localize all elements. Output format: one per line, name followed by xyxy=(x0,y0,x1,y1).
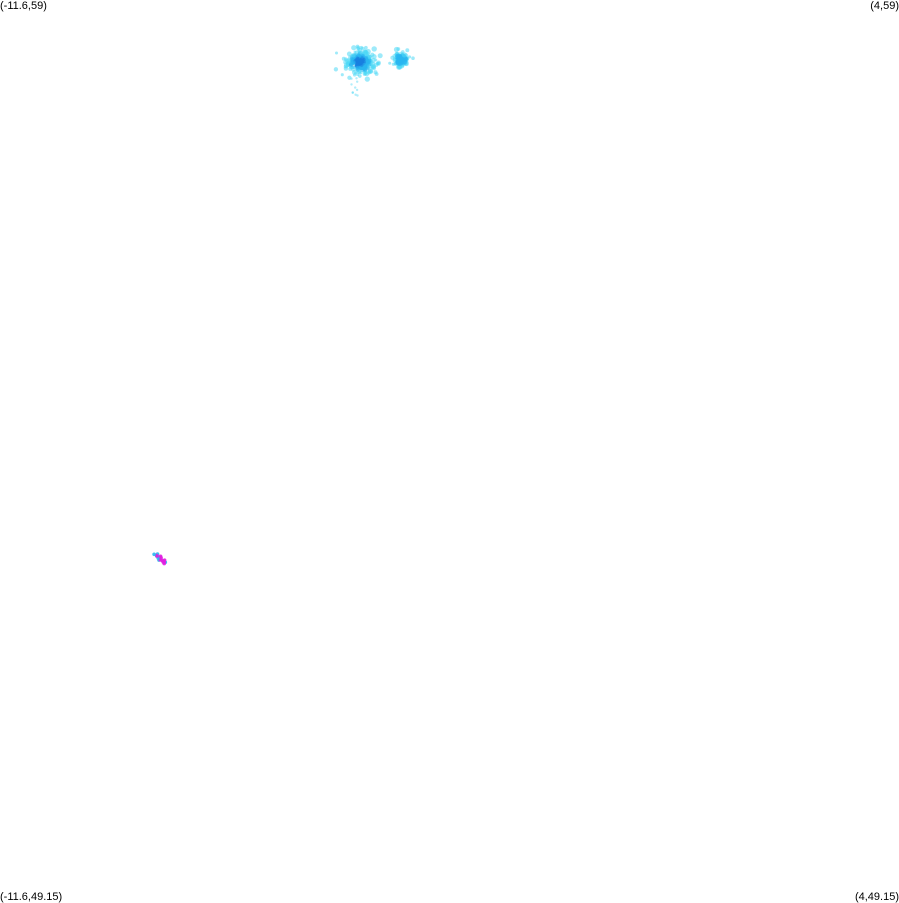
corner-label-top-right: (4,59) xyxy=(870,0,899,12)
data-point xyxy=(360,63,364,67)
data-point xyxy=(356,69,362,74)
data-point xyxy=(355,77,358,80)
data-point xyxy=(401,59,406,65)
data-point xyxy=(350,77,353,80)
data-point xyxy=(356,94,359,97)
data-point xyxy=(351,45,357,51)
data-point xyxy=(360,56,364,60)
data-point xyxy=(364,45,368,50)
data-point xyxy=(357,58,363,64)
data-point xyxy=(341,56,346,61)
data-point xyxy=(162,561,166,566)
data-point xyxy=(357,74,362,78)
data-point xyxy=(343,60,348,65)
data-point xyxy=(373,70,378,75)
data-point xyxy=(403,56,408,61)
western-cluster xyxy=(333,44,383,82)
eastern-cluster xyxy=(388,46,415,70)
data-point xyxy=(351,91,354,94)
data-point xyxy=(388,61,392,65)
data-point xyxy=(391,62,396,66)
data-point xyxy=(355,44,360,49)
data-point xyxy=(401,52,408,58)
trailing-points xyxy=(350,77,359,97)
data-point xyxy=(395,61,400,65)
data-point xyxy=(340,73,344,77)
data-point xyxy=(405,48,410,53)
data-point xyxy=(355,62,359,66)
corner-label-bottom-right: (4,49.15) xyxy=(854,891,899,903)
data-point xyxy=(159,556,163,560)
data-point xyxy=(408,55,412,59)
data-point xyxy=(333,67,339,72)
data-point xyxy=(367,56,371,60)
data-point xyxy=(370,57,376,63)
data-point xyxy=(359,66,363,70)
data-point xyxy=(354,86,357,89)
data-point xyxy=(377,53,383,59)
data-point xyxy=(411,56,415,60)
data-point xyxy=(371,64,376,69)
data-point xyxy=(356,80,359,83)
data-point xyxy=(364,56,369,60)
southwest-point xyxy=(152,552,168,566)
data-point xyxy=(395,54,400,59)
data-point xyxy=(350,66,357,72)
data-point xyxy=(359,50,364,55)
data-point xyxy=(351,53,356,58)
data-point xyxy=(364,76,370,82)
data-point xyxy=(371,46,377,52)
data-point xyxy=(392,53,397,59)
data-point xyxy=(155,554,159,558)
data-point xyxy=(355,88,359,92)
data-point xyxy=(354,93,357,96)
data-point xyxy=(347,75,352,80)
data-point xyxy=(348,62,353,68)
data-point xyxy=(362,49,368,54)
data-point xyxy=(351,91,354,94)
data-point xyxy=(359,45,364,50)
corner-label-top-left: (-11.6,59) xyxy=(0,0,47,12)
data-point xyxy=(335,51,338,55)
data-point xyxy=(353,50,357,54)
data-point xyxy=(346,51,352,57)
corner-label-bottom-left: (-11.6,49.15) xyxy=(0,891,63,903)
data-point xyxy=(363,71,367,76)
data-point xyxy=(366,70,371,75)
data-point xyxy=(152,552,156,557)
data-point xyxy=(350,83,353,86)
data-point xyxy=(396,47,401,51)
point-clusters xyxy=(152,44,415,566)
